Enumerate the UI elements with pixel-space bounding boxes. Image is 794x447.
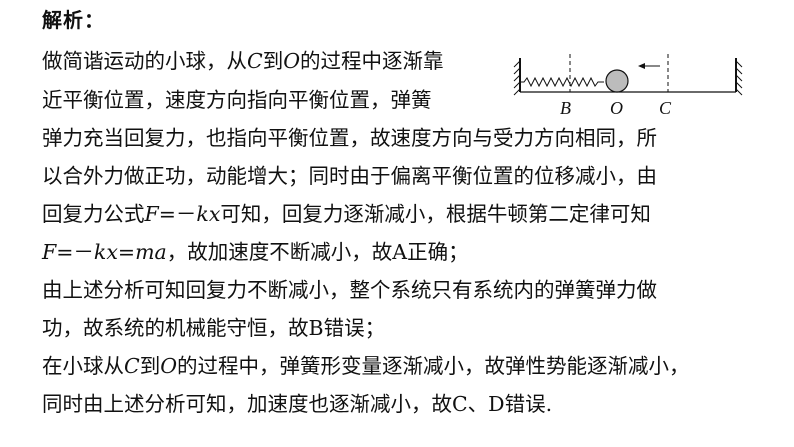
text-line-10: 同时由上述分析可知，加速度也逐渐减小，故C、D错误. bbox=[42, 392, 553, 416]
text-line-6: F=－kx=ma，故加速度不断减小，故A正确； bbox=[42, 240, 469, 264]
label-c: C bbox=[659, 98, 672, 118]
analysis-heading: 解析： bbox=[42, 8, 105, 32]
spring bbox=[520, 76, 604, 88]
text-line-4: 以合外力做正功，动能增大；同时由于偏离平衡位置的位移减小，由 bbox=[42, 164, 657, 188]
text-line-5: 回复力公式F=－kx可知，回复力逐渐减小，根据牛顿第二定律可知 bbox=[42, 202, 651, 226]
right-wall bbox=[735, 58, 743, 96]
ball bbox=[605, 69, 629, 93]
label-b: B bbox=[560, 98, 571, 118]
label-o: O bbox=[610, 98, 623, 118]
text-line-7: 由上述分析可知回复力不断减小，整个系统只有系统内的弹簧弹力做 bbox=[42, 278, 657, 302]
text-line-3: 弹力充当回复力，也指向平衡位置，故速度方向与受力方向相同，所 bbox=[42, 126, 657, 150]
text-line-8: 功，故系统的机械能守恒，故B错误； bbox=[42, 316, 386, 340]
spring-oscillator-diagram: B O C bbox=[513, 54, 743, 118]
text-line-1: 做简谐运动的小球，从C到O的过程中逐渐靠 bbox=[42, 49, 444, 73]
velocity-arrow bbox=[638, 63, 660, 69]
left-wall bbox=[513, 58, 521, 96]
text-line-9: 在小球从C到O的过程中，弹簧形变量逐渐减小，故弹性势能逐渐减小， bbox=[42, 354, 690, 378]
text-line-2: 近平衡位置，速度方向指向平衡位置，弹簧 bbox=[42, 88, 432, 112]
